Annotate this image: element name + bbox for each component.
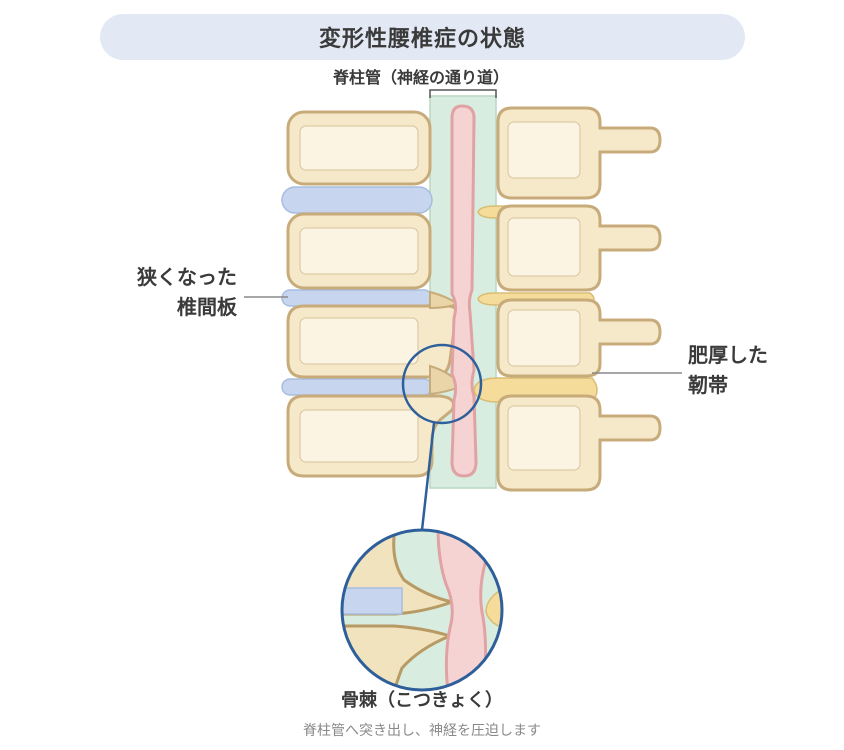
thick-ligament-label-line2: 靭帯 — [688, 373, 728, 397]
narrowed-disc-label: 狭くなった 椎間板 — [137, 262, 237, 322]
thick-ligament-label: 肥厚した 靭帯 — [688, 340, 768, 400]
bone-texture — [299, 409, 419, 463]
bone-spur-description: 脊柱管へ突き出し、神経を圧迫します — [303, 723, 541, 739]
page-title: 変形性腰椎症の状態 — [318, 27, 526, 52]
narrowed-disc-label-line2: 椎間板 — [177, 295, 237, 319]
zoom-disc — [342, 587, 403, 615]
spinal-canal-bracket — [429, 89, 497, 98]
bone-texture — [299, 125, 419, 171]
highlight-circle — [401, 343, 483, 425]
nerve — [450, 104, 478, 478]
disc — [281, 186, 433, 214]
bone-spur-label: 骨棘（こつきょく） — [341, 690, 503, 711]
spinal-canal-label: 脊柱管（神経の通り道） — [333, 68, 510, 87]
zoom-connector-line — [420, 422, 436, 531]
bone-texture — [507, 309, 581, 367]
zoom-nerve — [436, 530, 492, 690]
bone-texture — [507, 405, 581, 471]
bone-texture — [507, 217, 581, 277]
bone-texture — [299, 227, 419, 275]
thick-ligament-label-line1: 肥厚した — [688, 343, 768, 367]
bone-texture — [507, 121, 581, 179]
vertebral-bodies — [286, 110, 458, 478]
narrowed-disc-label-line1: 狭くなった — [137, 265, 237, 289]
title-banner: 変形性腰椎症の状態 — [100, 14, 745, 60]
bone-texture — [299, 317, 419, 365]
intervertebral-discs — [281, 186, 433, 396]
narrowed-disc — [281, 289, 433, 307]
narrowed-disc — [281, 378, 433, 396]
vertebral-arches — [496, 106, 662, 492]
zoom-circle-border — [340, 528, 504, 692]
